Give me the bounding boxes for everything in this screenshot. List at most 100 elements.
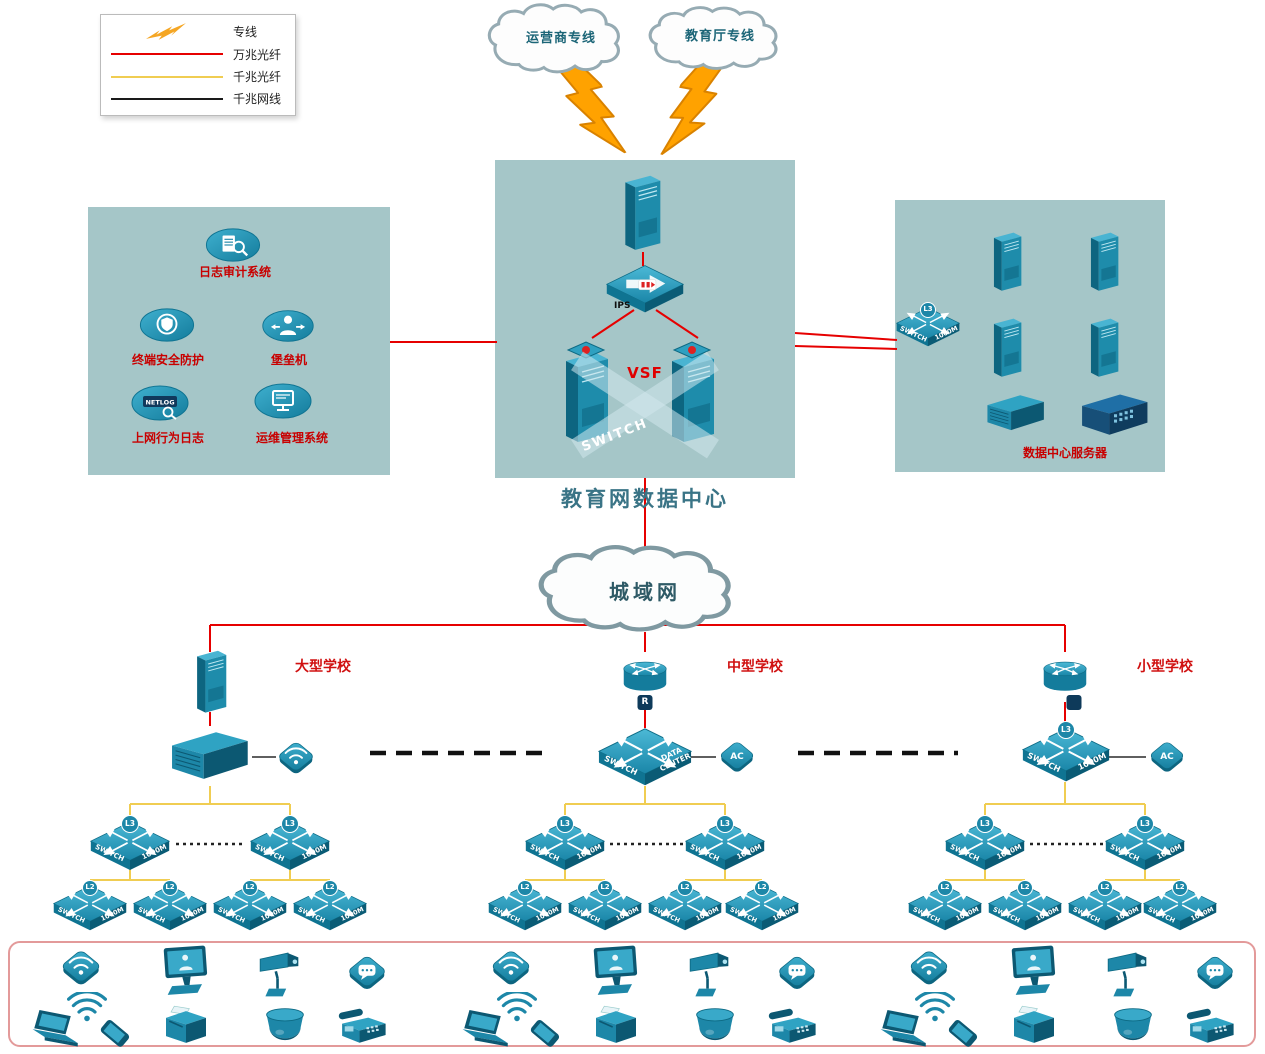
wireless-controller: AC: [1144, 738, 1190, 778]
l2-switch: L2 SWITCH 1000M: [1068, 880, 1142, 932]
log-audit-icon: [203, 226, 263, 264]
datacenter-server: [1083, 230, 1125, 292]
rack-switch: [1076, 390, 1152, 440]
l2-switch: L2 SWITCH 1000M: [1143, 880, 1217, 932]
school-core-device: [165, 724, 253, 788]
router-badge: [1066, 695, 1082, 710]
ac-label: AC: [1160, 752, 1174, 762]
ips-label: IPS: [614, 301, 631, 311]
laptop-icon: [873, 1010, 935, 1050]
legend-label: 千兆网线: [233, 92, 282, 107]
router-icon: [1043, 661, 1087, 692]
school-label: 中型学校: [727, 659, 783, 675]
l3-badge: L3: [716, 815, 734, 833]
l3-switch: L3 SWITCH 1000M: [525, 815, 605, 872]
server-tower-icon: [993, 232, 1022, 292]
server-tower-icon: [196, 650, 227, 714]
legend-row-dedicated: 专线: [109, 22, 287, 41]
server-farm-label: 数据中心服务器: [1022, 446, 1107, 460]
school-edge-server: [190, 648, 232, 714]
carrier-cloud-label: 运营商专线: [525, 31, 596, 46]
l2-switch: L2 SWITCH 1000M: [293, 880, 367, 932]
server-farm-switch: L3 SWITCH 1000M: [896, 302, 960, 348]
l2-badge: L2: [322, 880, 338, 896]
l2-badge: L2: [754, 880, 770, 896]
l2-badge: L2: [597, 880, 613, 896]
message-device-icon: [341, 952, 393, 996]
yellow-line-icon: [109, 75, 225, 78]
ips-icon: [606, 265, 684, 313]
server-tower-icon: [993, 318, 1022, 378]
l2-switch: L2 SWITCH 1000M: [488, 880, 562, 932]
legend-label: 千兆光纤: [233, 70, 282, 85]
datacenter-server: [986, 230, 1028, 292]
l3-badge: L3: [1057, 721, 1075, 739]
l3-switch: L3 SWITCH 1000M: [945, 815, 1025, 872]
smartphone-icon: [95, 1016, 135, 1052]
printer-icon: [591, 1004, 641, 1050]
router-badge: R: [637, 695, 653, 710]
legend: 专线 万兆光纤 千兆光纤 千兆网线: [100, 14, 296, 116]
terminal-security-label: 终端安全防护: [131, 353, 204, 367]
laptop-icon: [455, 1010, 517, 1050]
rack-icon: [987, 394, 1045, 431]
l2-badge: L2: [82, 880, 98, 896]
dark-rack-icon: [1082, 394, 1148, 435]
l2-switch: L2 SWITCH 1000M: [908, 880, 982, 932]
fiber-1g-lines: [89, 782, 1181, 890]
fax-phone-icon: [335, 1008, 391, 1048]
l2-badge: L2: [1097, 880, 1113, 896]
netlog-badge-text: NETLOG: [145, 399, 174, 407]
legend-row-1g-fiber: 千兆光纤: [109, 68, 287, 85]
school-core-switch: SWITCH DATA CENTER: [598, 726, 692, 788]
wlan-ap-icon: [272, 738, 320, 780]
l2-badge: L2: [937, 880, 953, 896]
dome-camera-icon: [1111, 1006, 1155, 1048]
netlog-icon: NETLOG: [130, 383, 190, 423]
l3-badge: L3: [1136, 815, 1154, 833]
l2-switch: L2 SWITCH 1000M: [725, 880, 799, 932]
school-core-switch: L3 SWITCH 1000M: [1022, 721, 1110, 784]
terminal-device-group: [873, 944, 1253, 1050]
netlog-label: 上网行为日志: [131, 431, 204, 445]
l3-switch: L3 SWITCH 1000M: [250, 815, 330, 872]
l2-switch: L2 SWITCH 1000M: [213, 880, 287, 932]
dome-camera-icon: [263, 1006, 307, 1048]
l2-switch: L2 SWITCH 1000M: [133, 880, 207, 932]
l2-switch: L2 SWITCH 1000M: [988, 880, 1062, 932]
l3-badge: L3: [976, 815, 994, 833]
l3-badge: L3: [920, 302, 936, 318]
server-tower-icon: [1090, 232, 1119, 292]
red-line-icon: [109, 53, 225, 56]
bastion-host-icon: [260, 308, 316, 344]
core-firewall: [617, 170, 667, 254]
wireless-controller: AC: [714, 738, 760, 778]
fax-phone-icon: [765, 1008, 821, 1048]
school-label: 大型学校: [295, 659, 351, 675]
school-router: [1040, 650, 1090, 710]
smartphone-icon: [943, 1016, 983, 1052]
wlan-ap-icon: [485, 946, 537, 992]
desktop-monitor-icon: [161, 944, 211, 998]
vsf-virtualization: VSF SWITCH: [570, 351, 720, 460]
l2-switch: L2 SWITCH 1000M: [648, 880, 722, 932]
l2-badge: L2: [1017, 880, 1033, 896]
l2-badge: L2: [517, 880, 533, 896]
fax-phone-icon: [1183, 1008, 1239, 1048]
l3-switch: L3 SWITCH 1000M: [1105, 815, 1185, 872]
cctv-camera-icon: [1103, 946, 1155, 1000]
message-device-icon: [1189, 952, 1241, 996]
l2-switch: L2 SWITCH 1000M: [53, 880, 127, 932]
wlan-ap-icon: [55, 946, 107, 992]
vsf-label: VSF: [627, 364, 663, 382]
black-line-icon: [109, 97, 225, 100]
l2-badge: L2: [162, 880, 178, 896]
wireless-ap: [272, 738, 320, 780]
l3-badge: L3: [281, 815, 299, 833]
ac-label: AC: [730, 752, 744, 762]
ops-management-icon: [253, 381, 313, 421]
bastion-host-label: 堡垒机: [270, 353, 307, 367]
l2-badge: L2: [1172, 880, 1188, 896]
wlan-ap-icon: [903, 946, 955, 992]
l2-badge: L2: [242, 880, 258, 896]
